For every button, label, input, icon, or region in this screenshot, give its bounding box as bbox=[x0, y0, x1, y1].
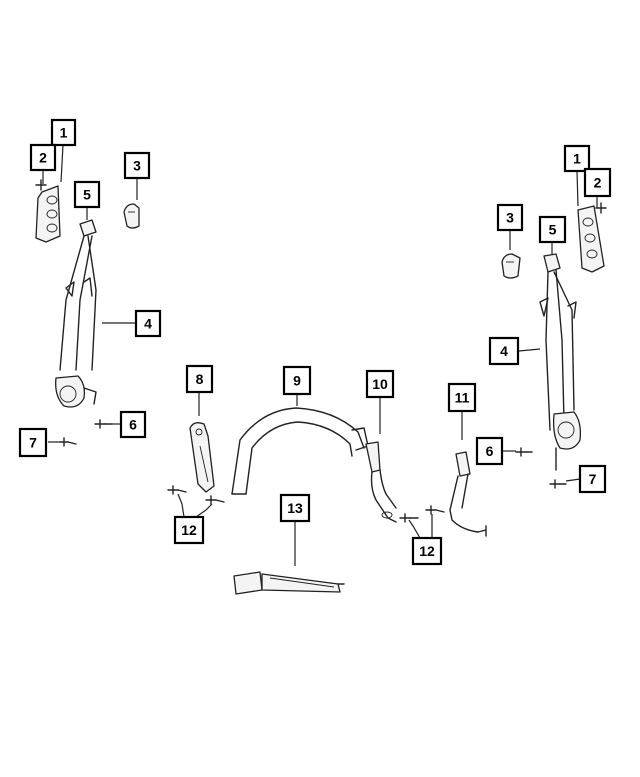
callout-2-left: 2 bbox=[29, 143, 57, 172]
part-12-bolts-right bbox=[399, 505, 445, 523]
callout-10: 10 bbox=[365, 369, 395, 399]
callout-13-text: 13 bbox=[287, 500, 303, 516]
right-height-adjuster bbox=[577, 202, 607, 273]
callout-3-left-text: 3 bbox=[133, 158, 141, 174]
callout-1-right: 1 bbox=[563, 144, 591, 173]
callout-4-right-text: 4 bbox=[500, 343, 508, 359]
callout-7-right: 7 bbox=[578, 464, 607, 494]
callout-3-right: 3 bbox=[496, 203, 524, 232]
callout-12-right: 12 bbox=[411, 536, 443, 566]
leader-lines bbox=[42, 144, 598, 566]
right-bolt-6 bbox=[515, 447, 533, 457]
part-9-belt-strap bbox=[231, 407, 369, 495]
callout-4-right: 4 bbox=[488, 336, 520, 366]
callout-5-left-text: 5 bbox=[83, 187, 91, 203]
callout-12-left-text: 12 bbox=[181, 522, 197, 538]
callout-6-right: 6 bbox=[475, 436, 504, 466]
callout-9: 9 bbox=[282, 365, 312, 396]
callout-11-text: 11 bbox=[455, 390, 470, 406]
callout-5-right-text: 5 bbox=[549, 222, 557, 238]
callout-1-right-text: 1 bbox=[573, 151, 581, 167]
callout-8: 8 bbox=[185, 364, 214, 394]
left-bolt-7 bbox=[59, 437, 77, 447]
callout-1-left: 1 bbox=[50, 118, 77, 147]
callout-3-left: 3 bbox=[123, 151, 151, 180]
callout-6-left-text: 6 bbox=[129, 417, 137, 433]
callout-13: 13 bbox=[279, 493, 311, 523]
part-11-buckle-with-wire bbox=[449, 451, 487, 537]
callout-1-left-text: 1 bbox=[60, 125, 68, 141]
callout-2-right-text: 2 bbox=[594, 175, 602, 191]
callout-12-left: 12 bbox=[173, 515, 205, 545]
callout-7-left-text: 7 bbox=[29, 435, 37, 451]
callout-4-left: 4 bbox=[134, 309, 162, 338]
part-8-buckle-anchor bbox=[189, 422, 215, 493]
callout-12-right-text: 12 bbox=[419, 543, 435, 559]
part-12-bolts-left bbox=[167, 485, 225, 505]
callout-7-right-text: 7 bbox=[589, 471, 597, 487]
callout-6-left: 6 bbox=[119, 410, 147, 439]
callout-2-left-text: 2 bbox=[39, 150, 47, 166]
callout-10-text: 10 bbox=[372, 376, 388, 392]
callout-2-right: 2 bbox=[583, 167, 612, 198]
part-10-buckle-bracket bbox=[365, 441, 397, 523]
callout-8-text: 8 bbox=[196, 371, 204, 387]
callout-3-right-text: 3 bbox=[506, 210, 514, 226]
left-bolt-6 bbox=[94, 419, 113, 429]
left-belt-assembly bbox=[55, 219, 97, 408]
callout-5-right: 5 bbox=[538, 215, 567, 244]
right-bolt-7 bbox=[549, 479, 567, 489]
callout-4-left-text: 4 bbox=[144, 316, 152, 332]
right-turning-loop-cover bbox=[501, 253, 521, 279]
right-belt-assembly bbox=[539, 253, 582, 471]
callout-5-left: 5 bbox=[73, 180, 101, 209]
left-turning-loop-cover bbox=[123, 203, 140, 229]
callout-6-right-text: 6 bbox=[486, 443, 494, 459]
callout-7-left: 7 bbox=[18, 427, 48, 458]
callout-11: 11 bbox=[447, 382, 477, 413]
left-height-adjuster bbox=[35, 179, 61, 243]
callout-9-text: 9 bbox=[293, 373, 301, 389]
part-13-lap-belt-buckle bbox=[233, 571, 345, 595]
